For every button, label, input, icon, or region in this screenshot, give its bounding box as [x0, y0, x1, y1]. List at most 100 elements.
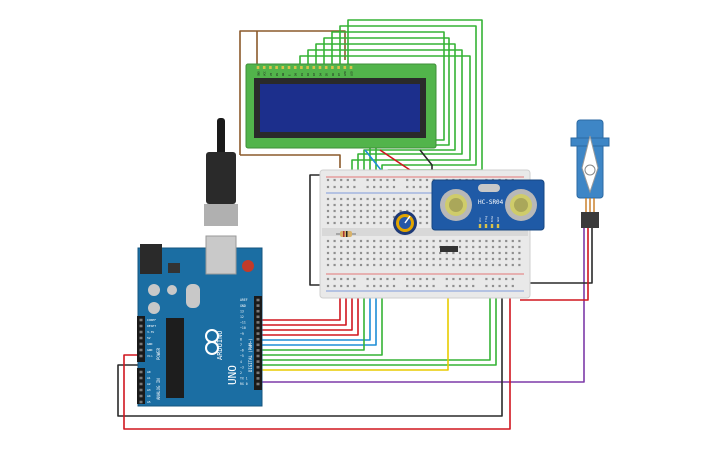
breadboard-hole[interactable]	[386, 245, 389, 249]
sensor-pin[interactable]	[490, 224, 494, 228]
breadboard-hole[interactable]	[412, 245, 415, 249]
breadboard-hole[interactable]	[353, 209, 356, 213]
breadboard-hole[interactable]	[399, 263, 402, 267]
breadboard-hole[interactable]	[340, 209, 343, 213]
breadboard-hole[interactable]	[432, 245, 435, 249]
breadboard-hole[interactable]	[472, 251, 475, 255]
breadboard-hole[interactable]	[379, 257, 382, 261]
breadboard-hole[interactable]	[425, 209, 429, 213]
breadboard-hole[interactable]	[326, 178, 330, 182]
servo-power-wire[interactable]	[520, 228, 589, 301]
digital-pin[interactable]	[256, 298, 260, 302]
breadboard-hole[interactable]	[511, 251, 514, 255]
breadboard-hole[interactable]	[518, 251, 521, 255]
lcd-pin[interactable]	[324, 66, 328, 69]
breadboard-hole[interactable]	[359, 263, 363, 267]
breadboard-hole[interactable]	[326, 197, 330, 201]
breadboard-hole[interactable]	[485, 245, 488, 249]
breadboard-hole[interactable]	[379, 178, 382, 182]
breadboard-hole[interactable]	[366, 257, 369, 261]
breadboard-hole[interactable]	[412, 257, 415, 261]
breadboard-hole[interactable]	[340, 185, 343, 189]
breadboard-hole[interactable]	[359, 239, 363, 243]
breadboard-hole[interactable]	[379, 197, 382, 201]
pushbutton[interactable]	[440, 246, 458, 252]
resistor[interactable]	[336, 231, 356, 237]
breadboard-hole[interactable]	[326, 185, 330, 189]
breadboard-hole[interactable]	[366, 221, 369, 225]
breadboard-hole[interactable]	[412, 203, 415, 207]
breadboard-hole[interactable]	[373, 257, 376, 261]
breadboard-hole[interactable]	[392, 178, 396, 182]
breadboard-hole[interactable]	[406, 197, 409, 201]
breadboard-hole[interactable]	[340, 197, 343, 201]
breadboard-hole[interactable]	[465, 263, 468, 267]
breadboard-hole[interactable]	[406, 263, 409, 267]
breadboard-hole[interactable]	[485, 263, 488, 267]
breadboard-hole[interactable]	[458, 257, 462, 261]
breadboard-hole[interactable]	[425, 257, 429, 261]
lcd-contrast-wire[interactable]	[239, 30, 346, 168]
breadboard-hole[interactable]	[359, 251, 363, 255]
breadboard-hole[interactable]	[478, 251, 481, 255]
breadboard-hole[interactable]	[419, 245, 422, 249]
lcd-pin[interactable]	[293, 66, 297, 69]
breadboard-hole[interactable]	[419, 277, 422, 281]
breadboard-hole[interactable]	[392, 239, 396, 243]
breadboard-hole[interactable]	[386, 209, 389, 213]
breadboard-hole[interactable]	[485, 239, 488, 243]
breadboard-hole[interactable]	[353, 221, 356, 225]
breadboard-hole[interactable]	[465, 245, 468, 249]
breadboard-hole[interactable]	[498, 277, 501, 281]
breadboard-hole[interactable]	[392, 257, 396, 261]
breadboard-hole[interactable]	[412, 178, 415, 182]
breadboard-hole[interactable]	[445, 263, 448, 267]
breadboard-hole[interactable]	[359, 257, 363, 261]
breadboard-hole[interactable]	[478, 257, 481, 261]
breadboard-hole[interactable]	[399, 203, 402, 207]
breadboard-hole[interactable]	[326, 245, 330, 249]
breadboard-hole[interactable]	[406, 239, 409, 243]
breadboard-hole[interactable]	[359, 215, 363, 219]
breadboard-hole[interactable]	[498, 263, 501, 267]
breadboard-hole[interactable]	[458, 277, 462, 281]
lcd-pin[interactable]	[281, 66, 285, 69]
breadboard-hole[interactable]	[386, 178, 389, 182]
breadboard-hole[interactable]	[412, 284, 415, 288]
breadboard-hole[interactable]	[366, 263, 369, 267]
breadboard-hole[interactable]	[366, 251, 369, 255]
breadboard-hole[interactable]	[425, 245, 429, 249]
breadboard-hole[interactable]	[353, 178, 356, 182]
breadboard-hole[interactable]	[392, 197, 396, 201]
breadboard-hole[interactable]	[425, 185, 429, 189]
breadboard-hole[interactable]	[419, 209, 422, 213]
breadboard-hole[interactable]	[340, 221, 343, 225]
breadboard-hole[interactable]	[359, 245, 363, 249]
breadboard-hole[interactable]	[326, 239, 330, 243]
breadboard-hole[interactable]	[340, 203, 343, 207]
analog-pin[interactable]	[139, 400, 143, 404]
breadboard-hole[interactable]	[432, 239, 435, 243]
pin4-wire[interactable]	[262, 270, 497, 366]
breadboard-hole[interactable]	[432, 257, 435, 261]
breadboard-hole[interactable]	[412, 209, 415, 213]
breadboard-hole[interactable]	[392, 203, 396, 207]
breadboard-hole[interactable]	[386, 251, 389, 255]
breadboard-hole[interactable]	[340, 284, 343, 288]
digital-pin[interactable]	[256, 360, 260, 363]
lcd-pin[interactable]	[343, 66, 347, 69]
breadboard-hole[interactable]	[386, 277, 389, 281]
breadboard-hole[interactable]	[419, 257, 422, 261]
breadboard-hole[interactable]	[353, 203, 356, 207]
breadboard-hole[interactable]	[366, 284, 369, 288]
digital-pin[interactable]	[256, 309, 260, 313]
breadboard-hole[interactable]	[511, 239, 514, 243]
breadboard-hole[interactable]	[412, 239, 415, 243]
breadboard-hole[interactable]	[419, 197, 422, 201]
breadboard-hole[interactable]	[439, 257, 442, 261]
breadboard-hole[interactable]	[366, 209, 369, 213]
breadboard-hole[interactable]	[425, 178, 429, 182]
digital-pin[interactable]	[256, 382, 260, 386]
lcd-pin[interactable]	[349, 66, 353, 69]
breadboard-hole[interactable]	[399, 239, 402, 243]
